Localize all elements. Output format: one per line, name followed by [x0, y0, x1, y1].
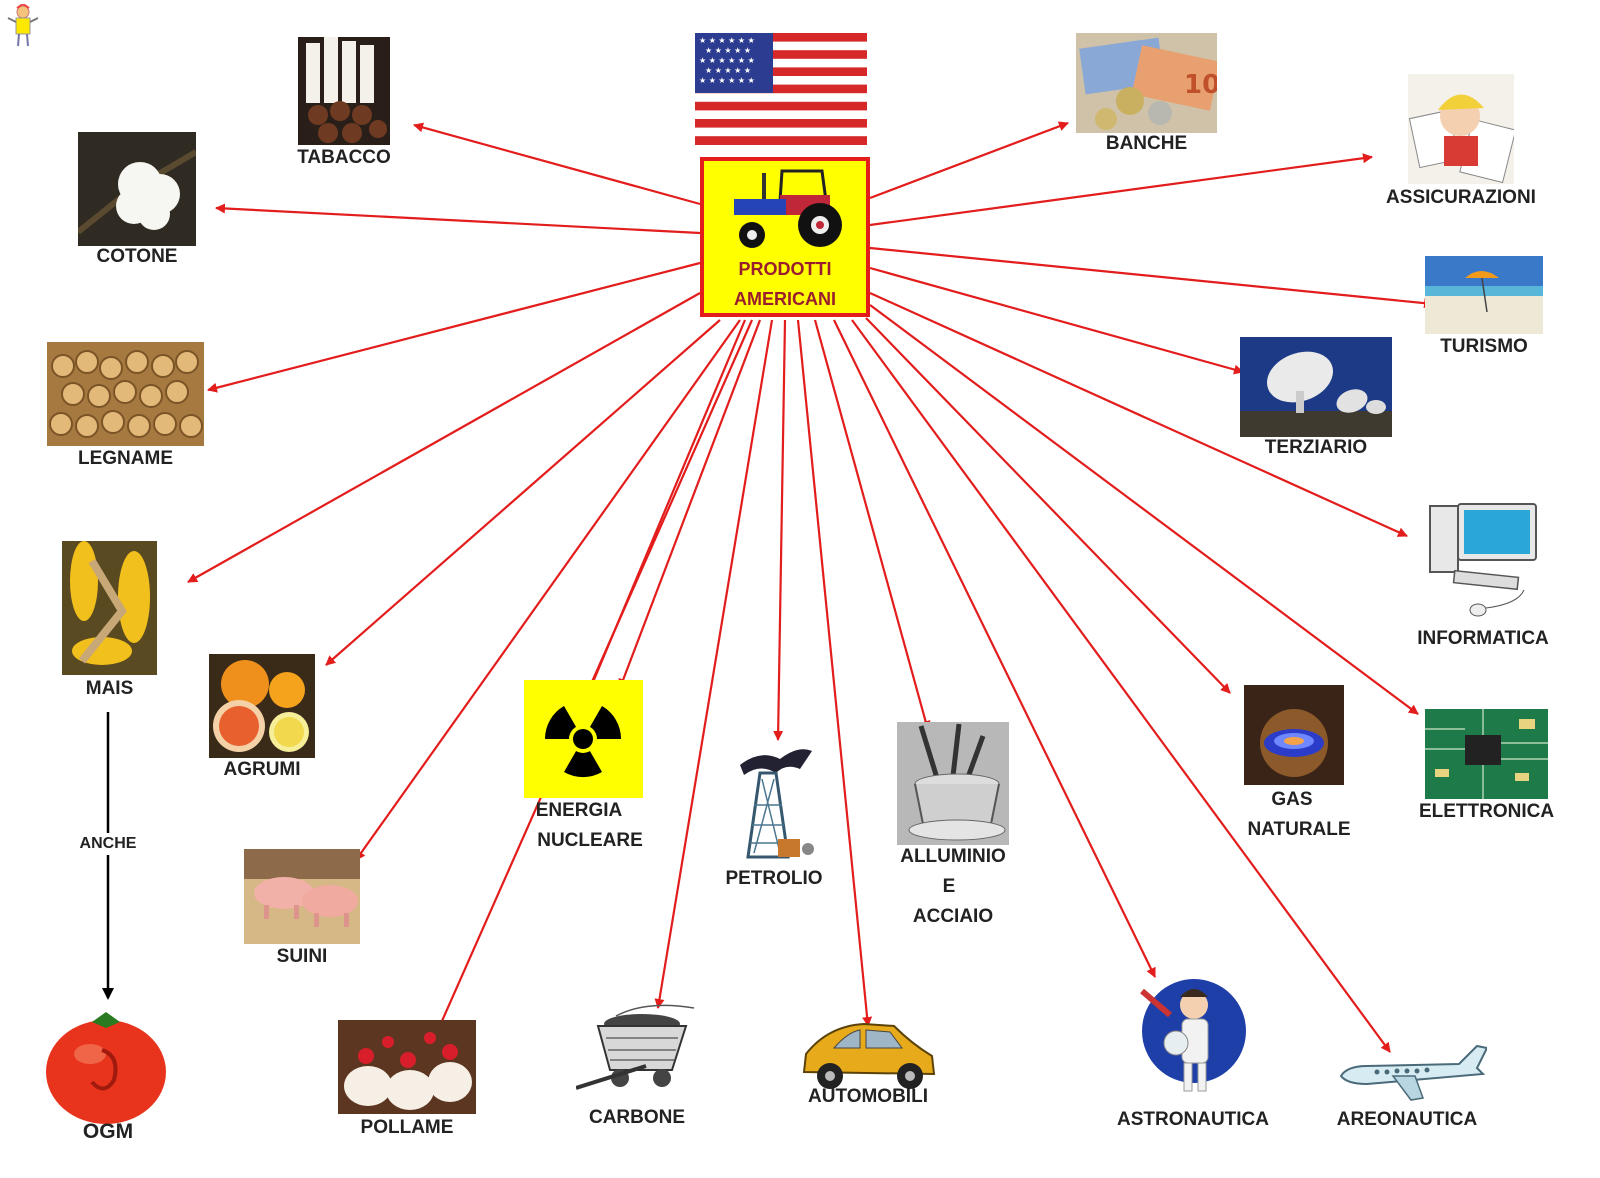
tomato-icon: [40, 1010, 174, 1128]
astronaut-icon: [1136, 975, 1248, 1095]
pots-icon: [897, 722, 1009, 845]
arrows-group: [187, 121, 1434, 1053]
circuit-board-icon: [1425, 709, 1548, 799]
cigarettes-icon: [298, 37, 390, 145]
svg-text:★ ★ ★ ★ ★ ★: ★ ★ ★ ★ ★ ★: [699, 76, 755, 85]
arrow-to-energia-a: [618, 319, 762, 689]
arrow-to-pollame: [436, 319, 754, 1031]
label-tabacco: TABACCO: [297, 147, 391, 168]
cotton-icon: [78, 132, 196, 246]
label-astronautica: ASTRONAUTICA: [1117, 1109, 1269, 1130]
label-alluminio-line1: ALLUMINIO: [900, 846, 1006, 867]
beach-icon: [1425, 256, 1543, 334]
arrow-to-elettronica: [869, 304, 1419, 715]
label-gas: GAS NATURALE: [1224, 785, 1374, 845]
usa-flag: ★ ★ ★ ★ ★ ★★ ★ ★ ★ ★ ★ ★ ★ ★ ★ ★★ ★ ★ ★ …: [695, 33, 867, 145]
arrow-to-alluminio: [813, 319, 931, 731]
coal-cart-icon: [576, 996, 698, 1096]
arrow-to-mais: [187, 292, 701, 583]
label-areonautica: AREONAUTICA: [1336, 1109, 1478, 1130]
arrow-to-legname: [207, 261, 701, 393]
label-cotone: COTONE: [96, 246, 178, 267]
label-gas-line2: NATURALE: [1247, 819, 1351, 840]
center-node: PRODOTTI AMERICANI: [700, 157, 870, 317]
arrow-to-banche: [869, 121, 1069, 200]
arrow-to-astronautica: [833, 319, 1156, 978]
label-automobili: AUTOMOBILI: [808, 1086, 928, 1107]
label-carbone: CARBONE: [588, 1107, 686, 1128]
arrow-to-informatica: [869, 291, 1408, 538]
car-icon: [798, 1018, 938, 1094]
arrow-to-turismo: [869, 246, 1434, 309]
citrus-icon: [209, 654, 315, 758]
radiation-icon: [524, 680, 643, 798]
arrow-to-areonautica: [851, 319, 1391, 1053]
label-informatica: INFORMATICA: [1417, 628, 1549, 649]
arrow-to-agrumi: [325, 319, 721, 666]
arrow-to-tabacco: [413, 122, 701, 206]
arrow-to-cotone: [215, 203, 701, 235]
label-energia-line2: NUCLEARE: [537, 830, 643, 851]
label-energia-line1: ENERGIA: [535, 800, 623, 821]
label-agrumi: AGRUMI: [223, 759, 301, 780]
label-banche: BANCHE: [1105, 133, 1188, 154]
insurance-icon: [1408, 74, 1514, 184]
svg-text:★ ★ ★ ★ ★ ★: ★ ★ ★ ★ ★ ★: [699, 56, 755, 65]
svg-text:10: 10: [1184, 70, 1217, 100]
tractor-icon: [722, 165, 852, 251]
banknotes-icon: 10: [1076, 33, 1217, 133]
label-assicurazioni: ASSICURAZIONI: [1386, 187, 1536, 208]
center-title-line1: PRODOTTI: [738, 259, 832, 279]
label-legname: LEGNAME: [78, 448, 173, 469]
label-turismo: TURISMO: [1440, 336, 1528, 357]
gas-flame-icon: [1244, 685, 1344, 785]
label-energia: ENERGIA NUCLEARE: [520, 796, 660, 856]
label-ogm: OGM: [82, 1120, 134, 1143]
arrow-to-assicurazioni: [869, 153, 1373, 227]
label-anche: ANCHE: [68, 833, 148, 855]
label-terziario: TERZIARIO: [1264, 437, 1368, 458]
computer-icon: [1428, 500, 1538, 622]
label-mais: MAIS: [85, 678, 134, 699]
svg-text:★ ★ ★ ★ ★: ★ ★ ★ ★ ★: [705, 66, 751, 75]
pigs-icon: [244, 849, 360, 944]
timber-icon: [47, 342, 204, 446]
airplane-icon: [1337, 1040, 1487, 1104]
label-alluminio-line2: E: [942, 876, 956, 897]
mascot-icon: [6, 4, 40, 50]
label-alluminio-line3: ACCIAIO: [912, 906, 994, 927]
label-suini: SUINI: [276, 946, 328, 967]
center-title-line2: AMERICANI: [734, 289, 836, 309]
arrow-to-terziario: [869, 266, 1244, 375]
arrow-to-petrolio: [773, 319, 787, 741]
corn-icon: [62, 541, 157, 675]
arrow-to-carbone: [654, 319, 774, 1009]
arrow-to-automobili: [796, 319, 873, 1027]
chickens-icon: [338, 1020, 476, 1114]
arrow-to-gas: [865, 317, 1231, 694]
label-petrolio: PETROLIO: [725, 868, 823, 889]
label-pollame: POLLAME: [360, 1117, 454, 1138]
svg-text:★ ★ ★ ★ ★ ★: ★ ★ ★ ★ ★ ★: [699, 36, 755, 45]
label-gas-line1: GAS: [1271, 789, 1313, 810]
oil-derrick-icon: [730, 745, 818, 863]
label-alluminio: ALLUMINIO E ACCIAIO: [883, 842, 1023, 932]
label-elettronica: ELETTRONICA: [1418, 801, 1555, 822]
svg-text:★ ★ ★ ★ ★: ★ ★ ★ ★ ★: [705, 46, 751, 55]
arrow-to-suini: [355, 319, 741, 861]
satellite-dish-icon: [1240, 337, 1392, 437]
